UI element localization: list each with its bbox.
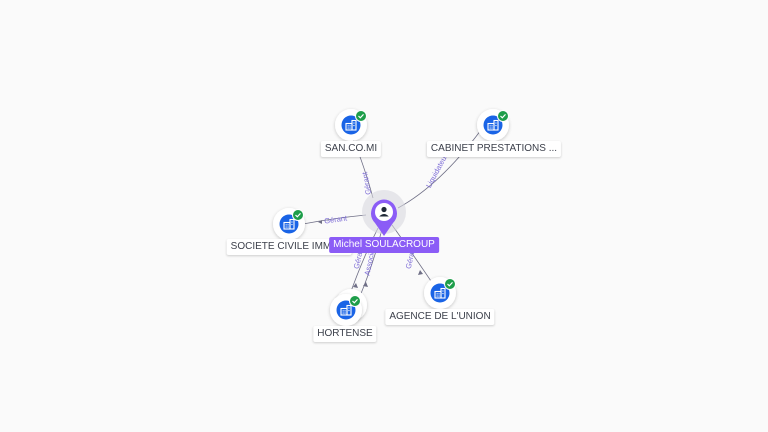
company-node-sancomi[interactable] [335,109,367,141]
edge-hortense-associe [359,228,383,297]
company-label-cabinet[interactable]: CABINET PRESTATIONS ... [426,141,562,157]
company-label-agence[interactable]: AGENCE DE L'UNION [385,309,495,325]
verified-check-icon [447,281,453,287]
company-node-societe[interactable] [273,208,305,240]
edge-societe [302,214,367,225]
edge-label-sancomi: Gérant [360,170,373,195]
verified-check-icon [295,212,301,218]
company-label-hortense[interactable]: HORTENSE [313,326,377,342]
company-label-societe[interactable]: SOCIETE CIVILE IMMO... [226,239,352,255]
company-node-hortense[interactable] [330,289,367,326]
company-node-agence[interactable] [424,277,456,309]
user-icon [379,206,389,217]
edge-label-societe: Gérant [324,213,349,225]
verified-check-icon [352,298,358,304]
verified-check-icon [358,113,364,119]
company-label-sancomi[interactable]: SAN.CO.MI [320,141,382,157]
person-node[interactable] [362,190,406,236]
person-label[interactable]: Michel SOULACROUP [329,237,439,253]
company-node-cabinet[interactable] [477,109,509,141]
verified-check-icon [500,113,506,119]
